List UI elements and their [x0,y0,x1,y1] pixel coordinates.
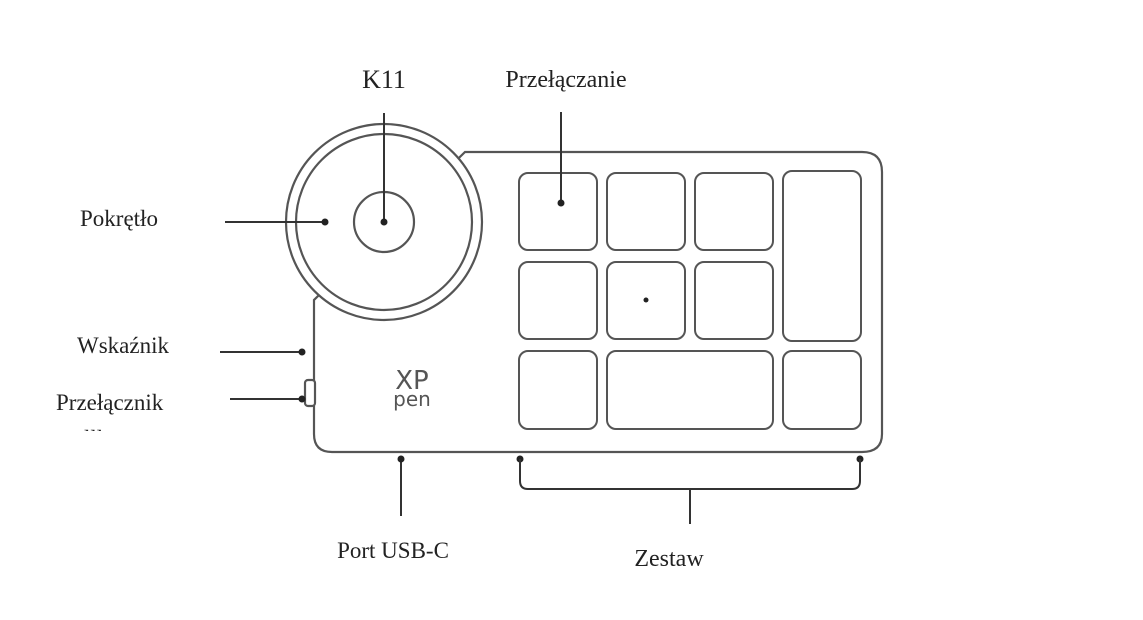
key-4 [518,261,598,340]
dial-label: Pokrętło [80,206,158,231]
indicator-label: Wskaźnik [77,333,169,358]
switch-dot [298,395,306,403]
set-bracket [519,459,861,490]
key-tall [782,170,862,342]
key-7 [518,350,598,430]
brand-logo-bottom: pen [393,387,431,411]
key-2 [606,172,686,251]
set-label: Zestaw [634,546,704,572]
brand-logo-top: XP [395,366,429,396]
switching-label: Przełączanie [505,67,626,93]
switch-label: Przełącznik [56,390,164,415]
usb-dot [397,455,405,463]
clip-cover [50,431,200,451]
key-wide [606,350,774,430]
key-3 [694,172,774,251]
indicator-dot [298,348,306,356]
k11-label: K11 [362,65,406,94]
key-8 [782,350,862,430]
usb-label: Port USB-C [337,538,449,563]
side-switch [303,378,317,408]
k11-dot [380,218,388,226]
key-6 [694,261,774,340]
dial-dot [321,218,329,226]
key-center-dot [643,297,649,303]
key-1 [518,172,598,251]
switching-dot [557,199,565,207]
